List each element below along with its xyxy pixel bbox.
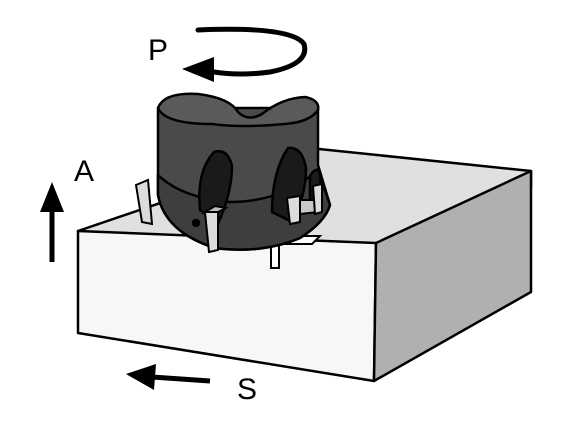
insert-right [285, 194, 301, 226]
label-feed-s: S [237, 373, 258, 406]
block-front-face [76, 229, 378, 383]
label-axial-a: A [74, 155, 95, 188]
insert-screw [191, 218, 201, 228]
label-rotation-p: P [148, 34, 169, 67]
cutter-cone [156, 168, 332, 251]
block-right-face [372, 169, 533, 383]
milling-cutter [156, 92, 332, 251]
insert-left [134, 178, 154, 226]
insert-back [311, 182, 323, 216]
cutter-flute-left [198, 150, 234, 226]
cutter-top-face [156, 92, 320, 128]
feed-arrow-icon [126, 364, 211, 390]
rotation-arrow-icon [182, 26, 308, 82]
cutting-inserts [134, 178, 323, 254]
insert-front-tab [201, 204, 230, 213]
axial-arrow-icon [40, 182, 64, 262]
